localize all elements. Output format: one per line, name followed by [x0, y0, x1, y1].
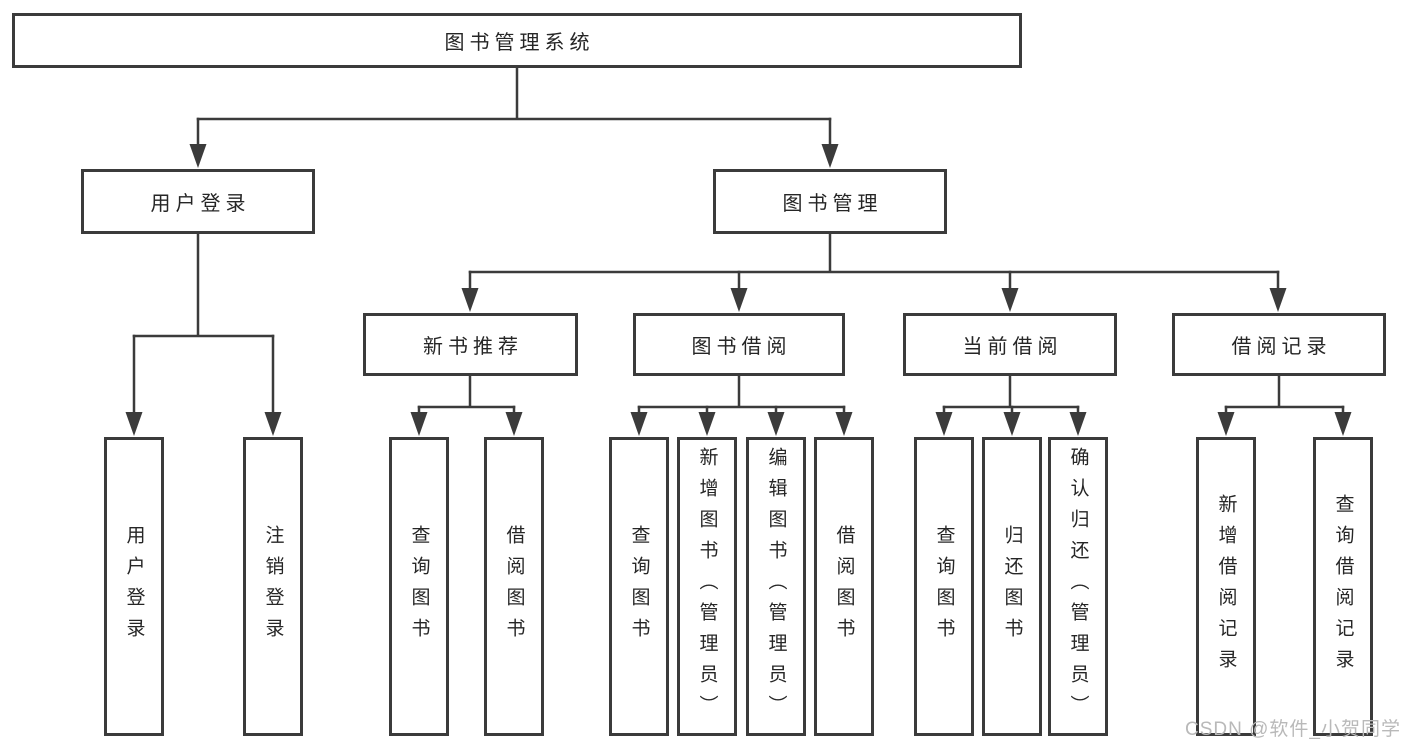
leaf-borrow-books-recommend: 借阅图书: [484, 437, 544, 736]
leaf-query-books-recommend: 查询图书: [389, 437, 449, 736]
leaf-logout: 注销登录: [243, 437, 303, 736]
leaf-return-books: 归还图书: [982, 437, 1042, 736]
node-current-borrowing: 当前借阅: [903, 313, 1117, 376]
leaf-user-login: 用户登录: [104, 437, 164, 736]
node-book-management: 图书管理: [713, 169, 947, 234]
leaf-borrow-books-borrowing: 借阅图书: [814, 437, 874, 736]
arrowheads: [125, 144, 1352, 436]
leaf-query-books-borrowing: 查询图书: [609, 437, 669, 736]
leaf-add-borrow-record: 新增借阅记录: [1196, 437, 1256, 736]
connector-bus-lines: [132, 66, 1345, 409]
node-borrowing-records: 借阅记录: [1172, 313, 1386, 376]
leaf-add-books-admin: 新增图书（管理员）: [677, 437, 737, 736]
leaf-confirm-return-admin: 确认归还（管理员）: [1048, 437, 1108, 736]
leaf-query-books-current: 查询图书: [914, 437, 974, 736]
leaf-query-borrow-record: 查询借阅记录: [1313, 437, 1373, 736]
node-new-book-recommendation: 新书推荐: [363, 313, 578, 376]
node-library-management-system: 图书管理系统: [12, 13, 1022, 68]
csdn-watermark: CSDN @软件_小贺同学: [1185, 719, 1401, 740]
node-book-borrowing: 图书借阅: [633, 313, 845, 376]
node-user-login: 用户登录: [81, 169, 315, 234]
leaf-edit-books-admin: 编辑图书（管理员）: [746, 437, 806, 736]
